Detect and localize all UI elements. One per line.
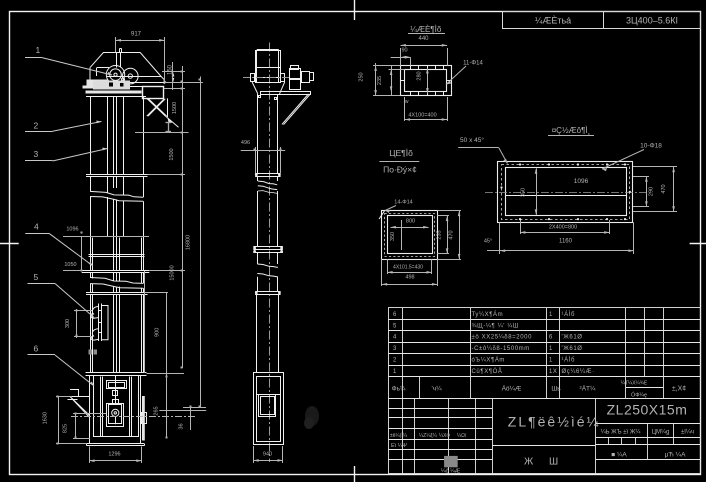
svg-text:15000: 15000: [170, 265, 176, 280]
svg-text:1296: 1296: [108, 452, 120, 458]
svg-text:11-Φ14: 11-Φ14: [463, 61, 483, 67]
svg-text:440: 440: [418, 36, 429, 42]
svg-text:¼ÆÈ¶Ìõ: ¼ÆÈ¶Ìõ: [410, 25, 442, 34]
svg-text:3: 3: [393, 346, 397, 352]
svg-text:90: 90: [401, 48, 407, 54]
svg-text:45°: 45°: [484, 239, 492, 245]
svg-text:825: 825: [63, 424, 69, 433]
svg-text:5: 5: [393, 323, 397, 329]
svg-text:3: 3: [34, 149, 39, 159]
svg-text:250: 250: [359, 72, 365, 81]
svg-text:3Ц400–5.6КІ: 3Ц400–5.6КІ: [626, 16, 678, 26]
svg-text:290: 290: [649, 187, 655, 196]
svg-text:ЦЕ¶Ìõ: ЦЕ¶Ìõ: [389, 148, 413, 158]
svg-text:¼Ωї: ¼Ωї: [457, 433, 467, 439]
svg-text:50 x 45°: 50 x 45°: [460, 136, 484, 144]
svg-text:μЋ ¼Α: μЋ ¼Α: [665, 452, 687, 459]
svg-text:¹ÁÌб: ¹ÁÌб: [562, 311, 576, 318]
svg-text:Фь¼: Фь¼: [392, 386, 406, 393]
svg-text:350: 350: [521, 188, 527, 197]
svg-text:940: 940: [263, 452, 272, 458]
svg-text:²ÄТ¼: ²ÄТ¼: [580, 385, 596, 393]
svg-text:'ч¼: 'ч¼: [431, 386, 442, 393]
svg-text:1: 1: [549, 312, 553, 318]
svg-text:280: 280: [417, 71, 423, 80]
svg-text:Пο·Ðý×¢: Пο·Ðý×¢: [383, 165, 417, 175]
svg-text:Шь: Шь: [551, 386, 561, 393]
svg-text:6: 6: [34, 344, 39, 354]
svg-text:ZL250X15m: ZL250X15m: [607, 402, 688, 418]
svg-text:¾Щ-¼¶ ¼' ¼Ш: ¾Щ-¼¶ ¼' ¼Ш: [472, 323, 519, 329]
svg-text:±,Х¢: ±,Х¢: [672, 386, 686, 393]
svg-text:350: 350: [390, 232, 396, 241]
svg-text:14-Φ14: 14-Φ14: [394, 200, 412, 206]
svg-text:5: 5: [34, 272, 39, 282]
svg-text:36: 36: [179, 423, 185, 429]
svg-text:'Ж61Ø: 'Ж61Ø: [562, 335, 583, 341]
svg-text:1500: 1500: [172, 102, 178, 114]
svg-text:■ ¼Α: ■ ¼Α: [611, 452, 627, 459]
svg-text:4: 4: [34, 222, 39, 232]
svg-text:¼Ь ЖЪ ±ї Ж¼: ¼Ь ЖЪ ±ї Ж¼: [601, 430, 642, 436]
svg-text:±ô ХΧ25¼δ8=2000: ±ô ХΧ25¼δ8=2000: [472, 335, 533, 341]
svg-text:ÓФ¼ȩ: ÓФ¼ȩ: [631, 392, 647, 399]
svg-text:1050: 1050: [64, 262, 76, 268]
svg-text:150: 150: [167, 64, 173, 75]
svg-text:496: 496: [241, 140, 250, 146]
svg-text:óЪ¼Х¶Ám: óЪ¼Х¶Ám: [472, 357, 506, 364]
svg-text:4X101.5=430: 4X101.5=430: [393, 265, 423, 271]
svg-text:w: w: [405, 99, 409, 105]
svg-text:498: 498: [405, 275, 414, 281]
svg-text:2: 2: [34, 121, 39, 131]
svg-text:¼ХФ: ¼ХФ: [439, 433, 450, 439]
svg-text:Сü¶Х¶ÓÅ: Сü¶Х¶ÓÅ: [472, 368, 503, 375]
svg-text:Äö¼Æ: Äö¼Æ: [502, 385, 522, 393]
svg-text:300: 300: [65, 319, 71, 328]
svg-text:900: 900: [155, 328, 161, 337]
svg-text:1630: 1630: [43, 412, 49, 424]
svg-text:¤Ç½Æô¶Ì¸: ¤Ç½Æô¶Ì¸: [552, 126, 591, 135]
svg-text:2X400=800: 2X400=800: [549, 225, 577, 231]
svg-text:±ê¼(Ì¼: ±ê¼(Ì¼: [390, 432, 408, 439]
svg-text:4: 4: [393, 335, 397, 341]
svg-text:10-Φ18: 10-Φ18: [640, 143, 662, 150]
svg-text:1500: 1500: [169, 148, 175, 160]
svg-text:16800: 16800: [186, 235, 192, 250]
svg-text:2: 2: [393, 358, 397, 364]
svg-text:1096: 1096: [66, 227, 78, 233]
svg-text:470: 470: [661, 184, 667, 193]
svg-text:¼Ζ¼ξ¼: ¼Ζ¼ξ¼: [419, 433, 438, 439]
svg-text:Ш: Ш: [549, 457, 558, 468]
svg-text:Øç¼6¼Æ·: Øç¼6¼Æ·: [562, 369, 595, 375]
svg-text:470: 470: [449, 230, 455, 239]
svg-text:'Ж61Ø: 'Ж61Ø: [562, 346, 583, 352]
svg-text:¼Т¼Х¼¾Е: ¼Т¼Х¼¾Е: [621, 381, 648, 387]
svg-text:1096: 1096: [574, 178, 589, 185]
svg-text:1: 1: [393, 369, 397, 375]
svg-text:¼ÆÈтьá: ¼ÆÈтьá: [535, 16, 571, 26]
svg-text:¼ô ¼Æ: ¼ô ¼Æ: [441, 469, 461, 475]
svg-text:Ту¼Х¶Ám: Ту¼Х¶Ám: [472, 311, 504, 318]
svg-text:235: 235: [377, 76, 383, 85]
svg-text:ЦМ¼g: ЦМ¼g: [652, 430, 670, 436]
svg-text:-С±ô¼δ8-1500mm: -С±ô¼δ8-1500mm: [472, 346, 530, 352]
svg-text:6: 6: [549, 335, 553, 341]
svg-text:1: 1: [549, 358, 553, 364]
svg-text:6: 6: [393, 312, 397, 318]
svg-text:4X100=400: 4X100=400: [408, 113, 436, 119]
svg-text:±ї¼ч: ±ї¼ч: [681, 430, 694, 436]
svg-text:Ж: Ж: [524, 457, 534, 468]
svg-text:265: 265: [154, 406, 160, 415]
svg-text:Еї ¼Ψ: Еї ¼Ψ: [391, 443, 407, 449]
svg-text:235: 235: [437, 230, 443, 239]
svg-text:ZL¶ёê½ìé¼: ZL¶ёê½ìé¼: [508, 414, 600, 430]
svg-text:1: 1: [549, 346, 553, 352]
svg-text:800: 800: [406, 219, 415, 225]
svg-text:917: 917: [131, 32, 142, 38]
svg-text:1: 1: [36, 45, 41, 55]
svg-text:1160: 1160: [559, 239, 573, 245]
svg-text:1X: 1X: [549, 369, 558, 375]
svg-text:¹ÁÌб: ¹ÁÌб: [562, 357, 576, 364]
